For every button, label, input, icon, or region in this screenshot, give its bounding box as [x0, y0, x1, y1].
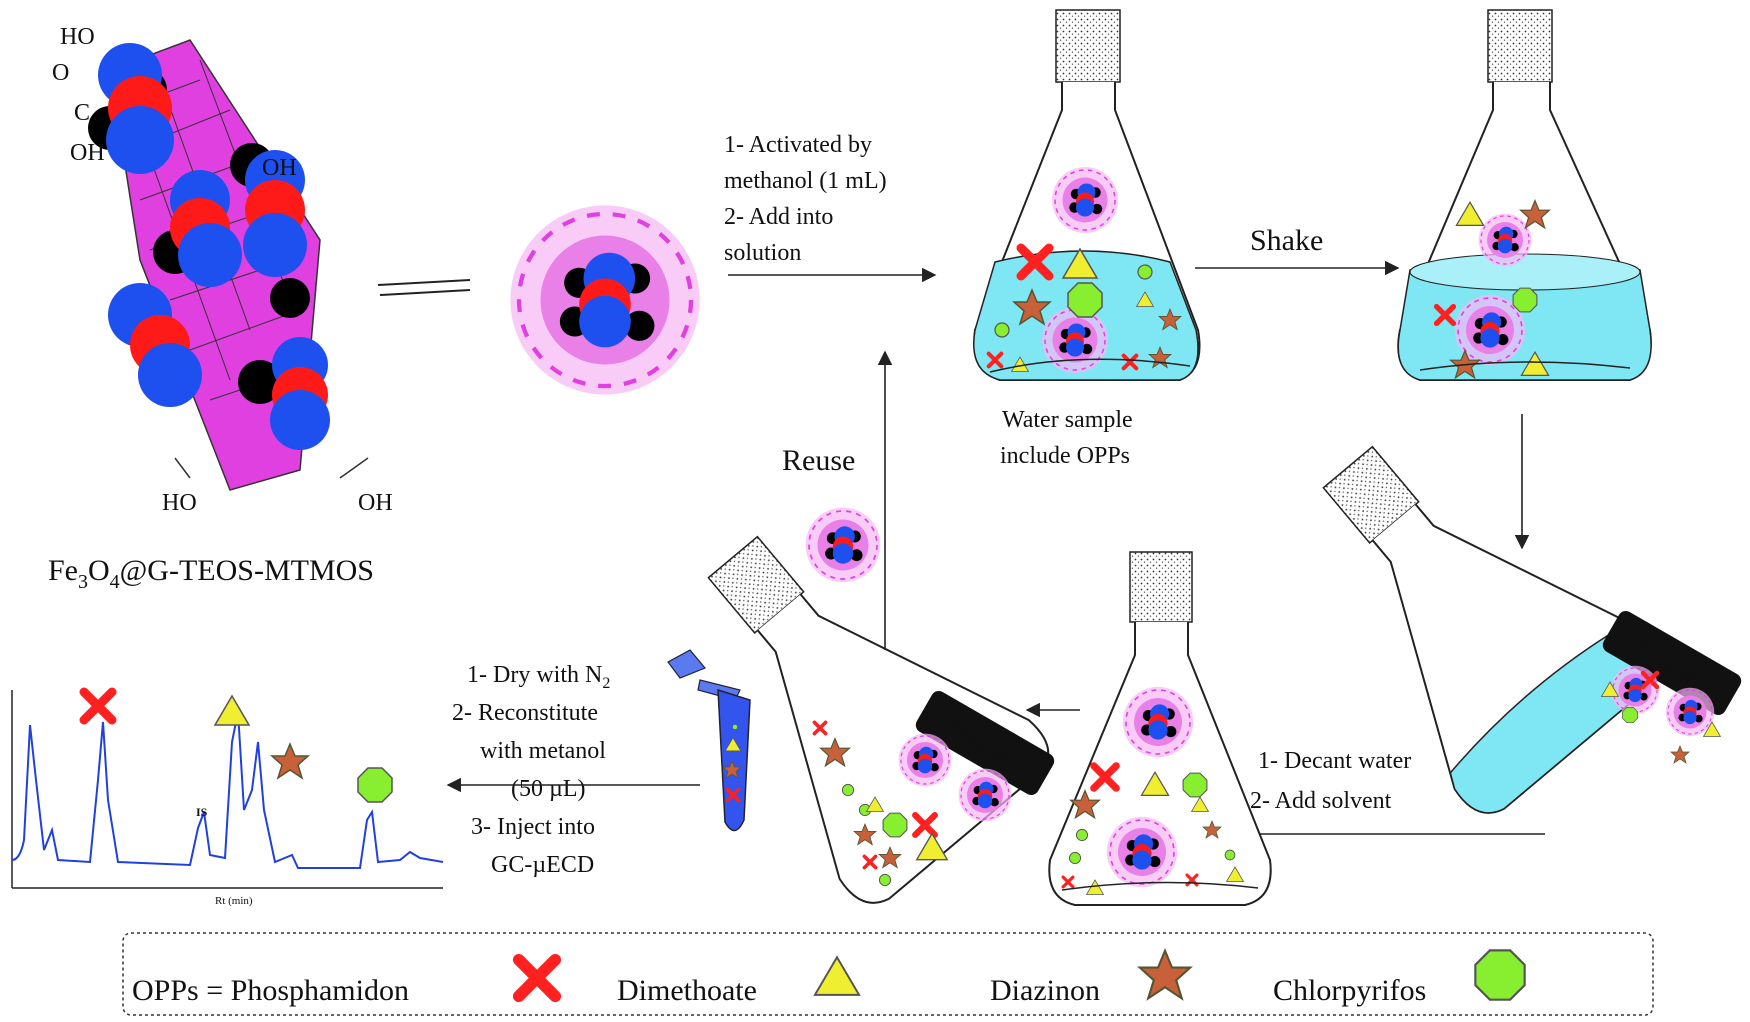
activate-line4: solution	[724, 240, 801, 266]
flask-water-sample	[973, 9, 1201, 381]
eluted-np-1	[897, 732, 953, 788]
flask-tilted-magnet	[1322, 445, 1665, 814]
legend-dimethoate: Dimethoate	[617, 974, 757, 1007]
water-caption-line2: include OPPs	[1000, 443, 1130, 469]
legend-octagon-icon	[1474, 949, 1526, 1001]
legend-chlorpyrifos: Chlorpyrifos	[1273, 974, 1426, 1007]
eppendorf-tube	[667, 649, 751, 832]
group-oh-right: OH	[262, 155, 297, 181]
decant-line2: 2- Add solvent	[1250, 788, 1392, 814]
group-oh-left: OH	[70, 140, 105, 166]
captured-np-1	[1610, 665, 1660, 715]
material-label: Fe3O4@G-TEOS-MTMOS	[48, 554, 374, 593]
reuse-label: Reuse	[782, 444, 855, 477]
activate-line3: 2- Add into	[724, 204, 833, 230]
legend-phosphamidon: OPPs = Phosphamidon	[132, 974, 409, 1007]
captured-np-2	[1665, 687, 1715, 737]
shake-label: Shake	[1250, 224, 1323, 257]
eluted-np-2	[957, 767, 1013, 823]
dry-line3: with metanol	[480, 738, 606, 764]
water-caption-line1: Water sample	[1002, 407, 1133, 433]
decant-line1: 1- Decant water	[1258, 748, 1411, 774]
legend-diazinon: Diazinon	[990, 974, 1100, 1007]
equals-sign	[377, 279, 471, 296]
dry-line4: (50 µL)	[511, 776, 585, 802]
group-oh-bottom: OH	[358, 490, 393, 516]
legend-box	[122, 932, 1654, 1016]
legend: OPPs = Phosphamidon Dimethoate Diazinon …	[122, 932, 1654, 1016]
nanoparticle-large	[510, 205, 699, 394]
activate-line1: 1- Activated by	[724, 132, 872, 158]
dry-line1: 1- Dry with N2	[467, 662, 610, 692]
group-ho-bottom: HO	[162, 490, 197, 516]
group-o: O	[52, 60, 69, 86]
dry-line6: GC-µECD	[491, 852, 594, 878]
group-c: C	[74, 100, 90, 126]
chromatogram-trace	[11, 711, 444, 869]
nanoparticle-reused	[804, 506, 882, 584]
flask-shaken	[1397, 9, 1652, 381]
graphene-sheet	[88, 39, 369, 491]
group-ho-top: HO	[60, 24, 95, 50]
chromatogram-x-label: Rt (min)	[215, 895, 253, 907]
magnet-right: Magnet	[1602, 611, 1742, 715]
dry-line2: 2- Reconstitute	[452, 700, 598, 726]
is-peak-label: IS	[196, 805, 208, 819]
activate-line2: methanol (1 mL)	[724, 168, 887, 194]
chromatogram: IS Rt (min)	[11, 690, 444, 907]
dry-line5: 3- Inject into	[471, 814, 595, 840]
flask-solvent	[1048, 551, 1272, 906]
